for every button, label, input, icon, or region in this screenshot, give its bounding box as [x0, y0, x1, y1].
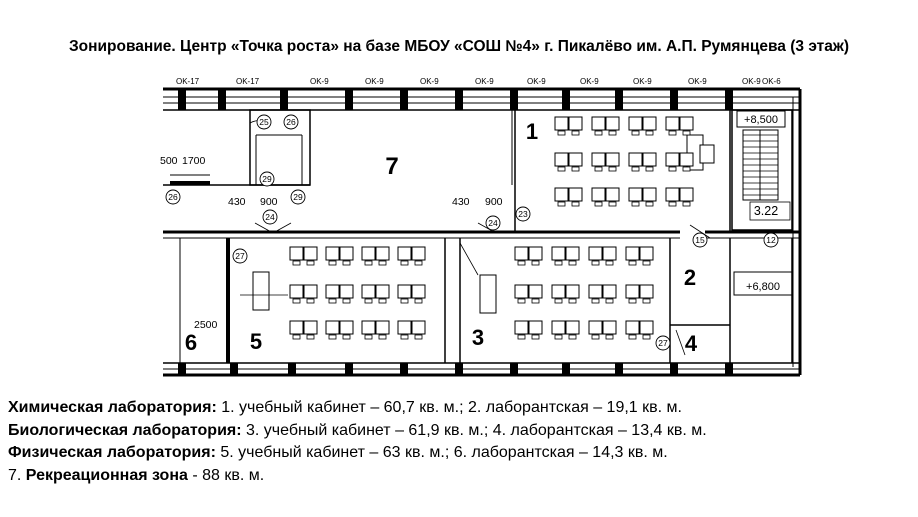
window-label: OK-17	[176, 77, 200, 86]
legend-text: - 88 кв. м.	[187, 466, 265, 484]
window-label: OK-9	[688, 77, 707, 86]
window-strip-top	[163, 87, 800, 111]
window-labels: OK-17 OK-17 OK-9 OK-9 OK-9 OK-9 OK-9 OK-…	[176, 77, 781, 86]
doors	[254, 222, 711, 356]
dimension: 2500	[194, 319, 218, 331]
window-label: OK-9	[475, 77, 494, 86]
dimension: 430	[452, 196, 470, 208]
elevation-stair: +8,500	[744, 114, 778, 126]
dimension: 500	[160, 155, 178, 167]
window-label: OK-9	[420, 77, 439, 86]
window-label: OK-9	[742, 77, 761, 86]
legend-label: Физическая лаборатория:	[8, 444, 216, 461]
legend-text: 3. учебный кабинет – 61,9 кв. м.; 4. лаб…	[241, 421, 707, 439]
legend-text: 1. учебный кабинет – 60,7 кв. м.; 2. лаб…	[216, 399, 682, 416]
dimension: 430	[228, 196, 246, 208]
room-numbers: 1 2 3 4 5 6 7	[185, 119, 698, 356]
marker: 27	[658, 338, 668, 348]
window-strip-bottom	[163, 362, 800, 377]
teacher-tables	[252, 134, 715, 314]
floor-plan: OK-17 OK-17 OK-9 OK-9 OK-9 OK-9 OK-9 OK-…	[160, 75, 810, 380]
stairwell	[731, 109, 793, 231]
elevation-floor: +6,800	[746, 281, 780, 293]
marker: 29	[262, 174, 272, 184]
legend-row-chem: Химическая лаборатория: 1. учебный кабин…	[8, 397, 707, 420]
legend-label: Биологическая лаборатория:	[8, 421, 242, 439]
page-title: Зонирование. Центр «Точка роста» на базе…	[68, 38, 850, 55]
window-label: OK-6	[762, 77, 781, 86]
marker: 26	[168, 192, 178, 202]
room-number-5: 5	[250, 329, 262, 354]
marker: 12	[766, 235, 776, 245]
legend: Химическая лаборатория: 1. учебный кабин…	[8, 397, 707, 487]
window-label: OK-9	[527, 77, 546, 86]
room-number-2: 2	[684, 265, 696, 290]
stair-ref: 3.22	[754, 204, 778, 218]
legend-label: Химическая лаборатория:	[8, 399, 217, 416]
marker: 24	[265, 212, 275, 222]
marker: 23	[518, 209, 528, 219]
window-label: OK-9	[365, 77, 384, 86]
marker: 24	[488, 218, 498, 228]
legend-prefix: 7.	[8, 466, 26, 484]
utility-rooms	[163, 109, 311, 186]
legend-row-phys: Физическая лаборатория: 5. учебный кабин…	[8, 442, 707, 465]
dimension: 900	[260, 196, 278, 208]
marker: 27	[235, 251, 245, 261]
room-number-1: 1	[526, 119, 538, 144]
dimensions: 500 1700 430 900 430 900 2500	[160, 155, 503, 331]
legend-row-bio: Биологическая лаборатория: 3. учебный ка…	[8, 420, 707, 443]
markers: 25 26 29 29 26 24 27 24 23 15 12 27	[165, 114, 779, 351]
corridor-walls	[163, 230, 800, 239]
marker: 29	[293, 192, 303, 202]
room-1-desks	[554, 116, 694, 207]
marker: 26	[286, 117, 296, 127]
floor-plan-drawing: OK-17 OK-17 OK-9 OK-9 OK-9 OK-9 OK-9 OK-…	[160, 77, 802, 377]
legend-text: 5. учебный кабинет – 63 кв. м.; 6. лабор…	[215, 444, 668, 461]
room-number-4: 4	[685, 331, 698, 356]
room-1-walls	[511, 110, 731, 232]
room-number-3: 3	[472, 325, 484, 350]
legend-row-rec: 7. Рекреационная зона - 88 кв. м.	[8, 465, 707, 488]
dimension: 900	[485, 196, 503, 208]
room-5-desks	[289, 246, 426, 340]
marker: 25	[259, 117, 269, 127]
lower-room-walls	[179, 238, 793, 363]
room-number-6: 6	[185, 330, 197, 355]
marker: 15	[695, 235, 705, 245]
window-label: OK-9	[633, 77, 652, 86]
legend-label: Рекреационная зона	[25, 466, 188, 484]
window-label: OK-9	[580, 77, 599, 86]
window-label: OK-9	[310, 77, 329, 86]
dimension: 1700	[182, 155, 206, 167]
room-3-desks	[514, 246, 654, 340]
window-label: OK-17	[236, 77, 260, 86]
room-number-7: 7	[385, 153, 398, 180]
